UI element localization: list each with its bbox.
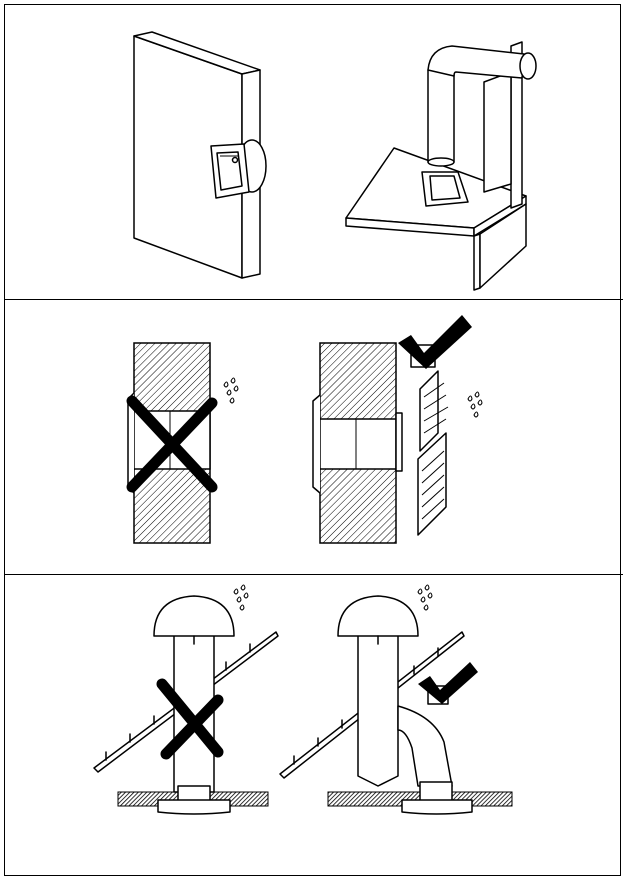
wrong-roof-installation-illustration	[93, 584, 279, 815]
rain-drops-icon	[233, 584, 249, 611]
wrong-wall-installation-illustration	[126, 342, 239, 544]
wall-mounted-fan-illustration	[133, 31, 267, 279]
louvre-grille	[417, 370, 449, 536]
cross-icon	[156, 678, 224, 760]
ceiling-duct-mounted-fan-illustration	[345, 41, 537, 291]
panel-divider-bottom	[4, 574, 623, 575]
check-mark-icon	[398, 315, 472, 369]
cross-icon	[126, 395, 218, 493]
rain-drops-icon	[467, 391, 483, 418]
rain-drops-icon	[417, 584, 433, 611]
rain-drops-icon	[223, 377, 239, 404]
correct-wall-installation-illustration	[312, 315, 483, 544]
correct-roof-installation-illustration	[279, 584, 513, 815]
panel-mounting-examples	[6, 6, 621, 298]
page-frame	[4, 4, 621, 876]
panel-wall-installation	[6, 301, 621, 573]
panel-roof-installation	[6, 576, 621, 872]
check-mark-icon	[418, 662, 478, 705]
panel-divider-top	[4, 299, 623, 300]
